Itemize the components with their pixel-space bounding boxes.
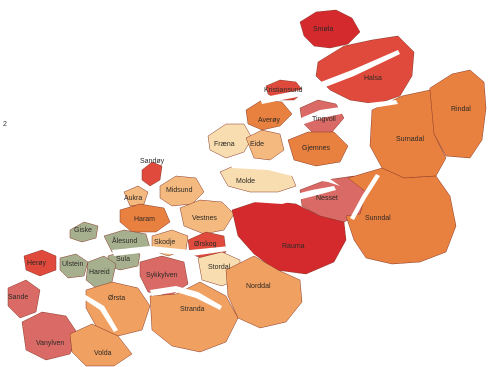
region-stranda[interactable] — [149, 281, 239, 353]
region-heroy[interactable] — [23, 249, 57, 277]
label-sula: Sula — [116, 256, 130, 263]
municipality-labels: Smøla Kristiansund Averøy Tingvoll Halsa… — [3, 26, 471, 357]
label-heroy: Herøy — [27, 260, 47, 267]
region-rauma[interactable] — [231, 199, 347, 275]
region-giske[interactable] — [69, 221, 99, 243]
label-midsund: Midsund — [166, 187, 193, 194]
label-vanylven: Vanylven — [36, 340, 64, 347]
stray-mark: 2 — [3, 121, 7, 128]
label-haram: Haram — [134, 216, 155, 223]
label-volda: Volda — [94, 350, 112, 357]
label-averoy: Averøy — [258, 117, 281, 124]
region-eide[interactable] — [245, 129, 285, 161]
region-surnadal[interactable] — [369, 89, 447, 179]
label-sande: Sande — [8, 294, 28, 301]
label-norddal: Norddal — [246, 283, 271, 290]
label-vestnes: Vestnes — [192, 215, 217, 222]
label-giske: Giske — [74, 227, 92, 234]
label-orsta: Ørsta — [108, 295, 125, 302]
label-stordal: Stordal — [208, 264, 231, 271]
region-sande[interactable] — [7, 279, 41, 319]
region-haram[interactable] — [119, 203, 171, 233]
label-aukra: Aukra — [124, 195, 142, 202]
label-surnadal: Surnadal — [396, 136, 424, 143]
region-volda[interactable] — [69, 323, 133, 367]
label-gjemnes: Gjemnes — [302, 145, 331, 152]
label-stranda: Stranda — [180, 306, 205, 313]
label-sunndal: Sunndal — [365, 215, 391, 222]
label-eide: Eide — [250, 141, 264, 148]
label-molde: Molde — [236, 178, 255, 185]
label-nesset: Nesset — [316, 195, 338, 202]
label-skodje: Skodje — [154, 239, 176, 246]
region-sandoy[interactable] — [141, 161, 163, 187]
fjord-channels — [82, 50, 400, 332]
label-orskog: Ørskog — [194, 241, 217, 248]
label-rindal: Rindal — [451, 106, 471, 113]
region-norddal[interactable] — [225, 255, 303, 329]
label-frana: Fræna — [214, 141, 235, 148]
region-ulstein[interactable] — [59, 253, 89, 279]
label-tingvoll: Tingvoll — [312, 116, 336, 123]
label-sandoy: Sandøy — [140, 158, 165, 165]
region-midsund[interactable] — [159, 175, 205, 207]
label-kristiansund: Kristiansund — [264, 87, 303, 94]
region-sunndal[interactable] — [345, 167, 457, 265]
region-aukra[interactable] — [123, 185, 149, 207]
label-alesund: Ålesund — [112, 236, 137, 245]
label-rauma: Rauma — [282, 243, 305, 250]
region-gjemnes[interactable] — [287, 131, 349, 167]
label-ulstein: Ulstein — [62, 261, 84, 268]
label-hareid: Hareid — [89, 269, 110, 276]
label-sykkylven: Sykkylven — [146, 272, 178, 279]
region-smola[interactable] — [299, 9, 361, 49]
region-frana[interactable] — [207, 123, 253, 159]
region-orsta[interactable] — [85, 281, 151, 337]
label-smola: Smøla — [313, 26, 333, 33]
label-halsa: Halsa — [364, 75, 382, 82]
region-vestnes[interactable] — [179, 199, 235, 235]
